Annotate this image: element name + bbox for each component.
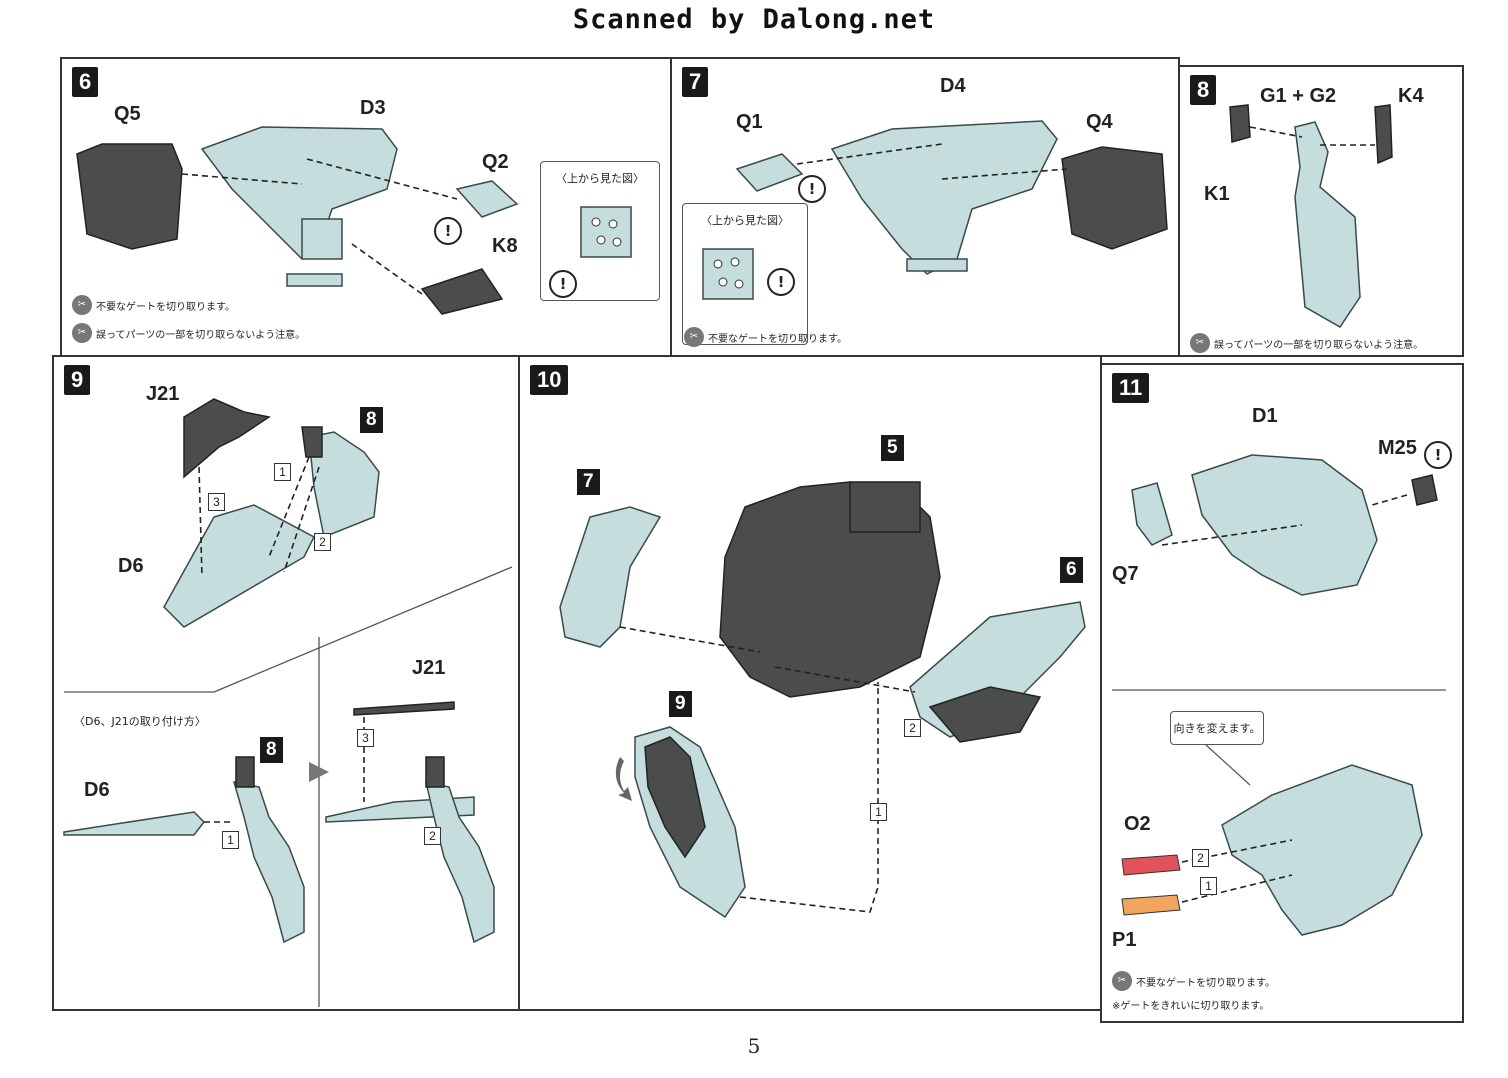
label-d6: D6 bbox=[118, 555, 144, 577]
step-8-illustration bbox=[1229, 104, 1393, 328]
part-ref-7: 7 bbox=[577, 469, 600, 495]
rotate-arrow-icon bbox=[615, 757, 632, 801]
step-7-panel: 7 Q1 D4 Q4 ! 〈上から見た図〉 ! ✂ 不要なゲートを切り取ります。 bbox=[670, 57, 1180, 357]
label-d4: D4 bbox=[940, 75, 966, 97]
nipper-icon: ✂ bbox=[1112, 971, 1132, 991]
step-6-panel: 6 Q5 D3 Q2 K8 ! 〈上から見た図〉 ! ✂ 不要なゲートを切り取り… bbox=[60, 57, 672, 357]
sub-step-2: 2 bbox=[904, 719, 921, 737]
note-careful: ✂ 誤ってパーツの一部を切り取らないよう注意。 bbox=[1190, 333, 1423, 353]
sub-step-2: 2 bbox=[1192, 849, 1209, 867]
note-cut-gate: ✂ 不要なゲートを切り取ります。 bbox=[72, 295, 235, 315]
label-k8: K8 bbox=[492, 235, 518, 257]
step-8-panel: 8 G1 + G2 K4 K1 ✂ 誤ってパーツの一部を切り取らないよう注意。 bbox=[1178, 65, 1464, 357]
top-view-diagram bbox=[580, 206, 632, 258]
part-ref-6: 6 bbox=[1060, 557, 1083, 583]
label-m25: M25 bbox=[1378, 437, 1417, 459]
part-ref-8-b: 8 bbox=[260, 737, 283, 763]
step-9-panel: 9 J21 8 D6 1 2 3 〈D6、J21の取り付け方〉 J21 8 D6… bbox=[52, 355, 520, 1011]
label-d3: D3 bbox=[360, 97, 386, 119]
label-o2: O2 bbox=[1124, 813, 1151, 835]
note-cut-gate: ✂ 不要なゲートを切り取ります。 bbox=[1112, 971, 1275, 991]
label-q5: Q5 bbox=[114, 103, 141, 125]
page-number: 5 bbox=[747, 1034, 761, 1058]
sub-step-2-b: 2 bbox=[424, 827, 441, 845]
step-number: 11 bbox=[1112, 373, 1150, 403]
sub-step-1: 1 bbox=[870, 803, 887, 821]
nipper-icon: ✂ bbox=[684, 327, 704, 347]
step-9-illustration bbox=[63, 398, 513, 1007]
part-ref-8: 8 bbox=[360, 407, 383, 433]
label-j21: J21 bbox=[146, 383, 180, 405]
step-11-panel: 11 D1 M25 Q7 ! 向きを変えます。 O2 P1 1 2 ✂ 不要なゲ… bbox=[1100, 363, 1464, 1023]
install-method-subtitle: 〈D6、J21の取り付け方〉 bbox=[74, 715, 206, 728]
sub-step-3: 3 bbox=[208, 493, 225, 511]
sub-step-2: 2 bbox=[314, 533, 331, 551]
note-cut-gate: ✂ 不要なゲートを切り取ります。 bbox=[684, 327, 847, 347]
warning-icon: ! bbox=[798, 175, 826, 203]
callout-title: 〈上から見た図〉 bbox=[556, 172, 644, 185]
step-number: 9 bbox=[64, 365, 91, 395]
step-10-illustration bbox=[559, 481, 1086, 919]
label-k1: K1 bbox=[1204, 183, 1230, 205]
step-7-illustration bbox=[735, 120, 1168, 275]
step-number: 7 bbox=[682, 67, 709, 97]
callout-title: 〈上から見た図〉 bbox=[701, 214, 789, 227]
step-6-illustration bbox=[76, 126, 519, 315]
sub-step-1: 1 bbox=[274, 463, 291, 481]
top-view-diagram bbox=[702, 248, 754, 300]
step-number: 6 bbox=[72, 67, 99, 97]
warning-icon: ! bbox=[767, 268, 795, 296]
caution-icon: ✂ bbox=[72, 323, 92, 343]
label-q4: Q4 bbox=[1086, 111, 1113, 133]
label-d6-b: D6 bbox=[84, 779, 110, 801]
scan-watermark-title: Scanned by Dalong.net bbox=[572, 4, 936, 35]
note-careful-text: 誤ってパーツの一部を切り取らないよう注意。 bbox=[1214, 339, 1424, 351]
top-view-callout: 〈上から見た図〉 ! bbox=[540, 161, 660, 301]
note-cut-text: 不要なゲートを切り取ります。 bbox=[708, 333, 847, 345]
label-d1: D1 bbox=[1252, 405, 1278, 427]
label-j21-b: J21 bbox=[412, 657, 446, 679]
part-ref-9: 9 bbox=[669, 691, 692, 717]
turn-direction-callout: 向きを変えます。 bbox=[1170, 711, 1264, 745]
label-q1: Q1 bbox=[736, 111, 763, 133]
label-q7: Q7 bbox=[1112, 563, 1139, 585]
note-careful-text: 誤ってパーツの一部を切り取らないよう注意。 bbox=[96, 329, 306, 341]
step-11-illustration bbox=[1112, 454, 1446, 936]
part-ref-5: 5 bbox=[881, 435, 904, 461]
label-g1-g2: G1 + G2 bbox=[1260, 85, 1337, 107]
sub-step-1-b: 1 bbox=[222, 831, 239, 849]
warning-icon: ! bbox=[549, 270, 577, 298]
label-p1: P1 bbox=[1112, 929, 1137, 951]
label-k4: K4 bbox=[1398, 85, 1424, 107]
sub-step-1: 1 bbox=[1200, 877, 1217, 895]
top-view-callout: 〈上から見た図〉 ! bbox=[682, 203, 808, 345]
caution-icon: ✂ bbox=[1190, 333, 1210, 353]
sub-step-3-b: 3 bbox=[357, 729, 374, 747]
nipper-icon: ✂ bbox=[72, 295, 92, 315]
note-clean-gate: ※ゲートをきれいに切り取ります。 bbox=[1112, 1001, 1270, 1012]
note-careful: ✂ 誤ってパーツの一部を切り取らないよう注意。 bbox=[72, 323, 305, 343]
step-number: 8 bbox=[1190, 75, 1217, 105]
warning-icon: ! bbox=[1424, 441, 1452, 469]
note-cut-text: 不要なゲートを切り取ります。 bbox=[96, 301, 235, 313]
callout-text: 向きを変えます。 bbox=[1173, 722, 1261, 735]
step-number: 10 bbox=[530, 365, 569, 395]
label-q2: Q2 bbox=[482, 151, 509, 173]
warning-icon: ! bbox=[434, 217, 462, 245]
note-cut-text: 不要なゲートを切り取ります。 bbox=[1136, 977, 1275, 989]
step-10-panel: 10 5 7 6 9 1 2 bbox=[518, 355, 1102, 1011]
